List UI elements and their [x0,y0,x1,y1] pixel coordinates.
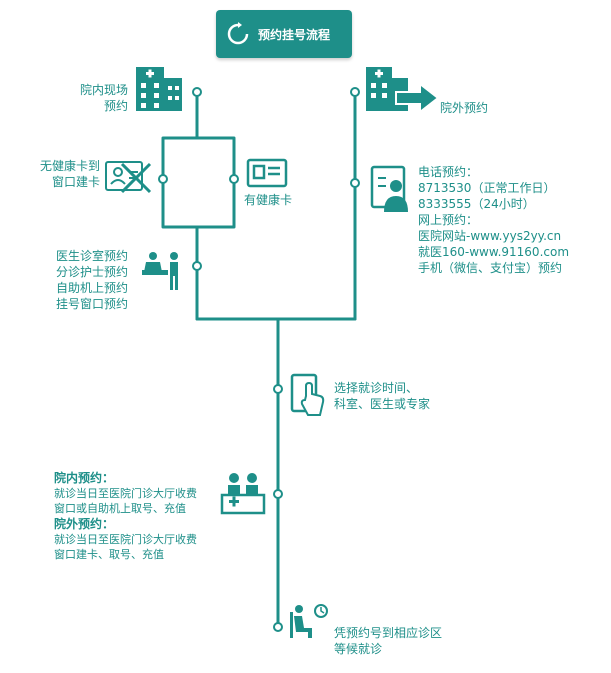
select-step-line2: 科室、医生或专家 [334,397,431,411]
hospital-building-icon [136,67,182,111]
outside-details: 电话预约： 8713530（正常工作日） 8333555（24小时） 网上预约：… [418,164,608,276]
method-item: 医生诊室预约 [55,249,128,263]
outside-line: 就诊当日至医院门诊大厅收费 [54,533,197,546]
outside-line: 窗口建卡、取号、充值 [54,548,164,561]
onsite-label-line2: 预约 [103,99,128,113]
node-no-card [158,174,168,184]
no-card-line2: 窗口建卡 [51,175,100,189]
pay-step-block: 院内预约： 就诊当日至医院门诊大厅收费 窗口或自助机上取号、充值 院外预约： 就… [54,470,230,562]
inhouse-title: 院内预约： [54,471,115,485]
no-card-label: 无健康卡到 窗口建卡 [24,158,100,190]
tablet-touch-icon [290,373,325,416]
wait-step-line2: 等候就诊 [334,642,383,656]
appointment-methods: 医生诊室预约 分诊护士预约 自助机上预约 挂号窗口预约 [20,248,128,312]
card-decision-box [161,136,236,229]
detail-line: 手机（微信、支付宝）预约 [418,261,563,275]
no-card-icon [105,161,152,194]
node-wait [273,622,283,632]
outside-title: 院外预约： [54,517,115,531]
detail-line: 8333555（24小时） [418,197,535,211]
inhouse-line: 窗口或自助机上取号、充值 [54,502,186,515]
method-item: 自助机上预约 [55,281,128,295]
waiting-chair-icon [290,604,328,638]
node-methods [192,261,202,271]
detail-line: 电话预约： [418,165,479,179]
onsite-label-line1: 院内现场 [79,83,128,97]
node-pay [273,489,283,499]
method-item: 分诊护士预约 [55,265,128,279]
onsite-label: 院内现场 预约 [60,82,128,114]
select-step-line1: 选择就诊时间、 [334,381,419,395]
wait-step-line1: 凭预约号到相应诊区 [334,626,443,640]
pharmacy-counter-icon [220,473,266,515]
health-card-icon [246,158,288,188]
nurse-desk-icon [142,252,178,290]
no-card-line1: 无健康卡到 [39,159,100,173]
node-outside [350,87,360,97]
title-banner: 预约挂号流程 [216,10,352,58]
page-title: 预约挂号流程 [258,28,331,42]
detail-line: 网上预约： [418,213,479,227]
detail-line: 8713530（正常工作日） [418,181,556,195]
node-onsite [192,87,202,97]
method-item: 挂号窗口预约 [55,297,128,311]
detail-line: 医院网站-www.yys2yy.cn [418,229,562,243]
node-has-card [229,174,239,184]
outside-label: 院外预约 [440,101,489,115]
inhouse-line: 就诊当日至医院门诊大厅收费 [54,487,197,500]
refresh-icon [227,22,249,45]
wait-step-label: 凭预约号到相应诊区 等候就诊 [334,625,442,657]
has-card-label: 有健康卡 [244,193,293,207]
hospital-arrow-icon [366,67,440,115]
node-select [273,384,283,394]
select-step-label: 选择就诊时间、 科室、医生或专家 [334,380,430,412]
node-phone [350,178,360,188]
phone-contact-icon [370,165,408,212]
detail-line: 就医160-www.91160.com [418,245,570,259]
